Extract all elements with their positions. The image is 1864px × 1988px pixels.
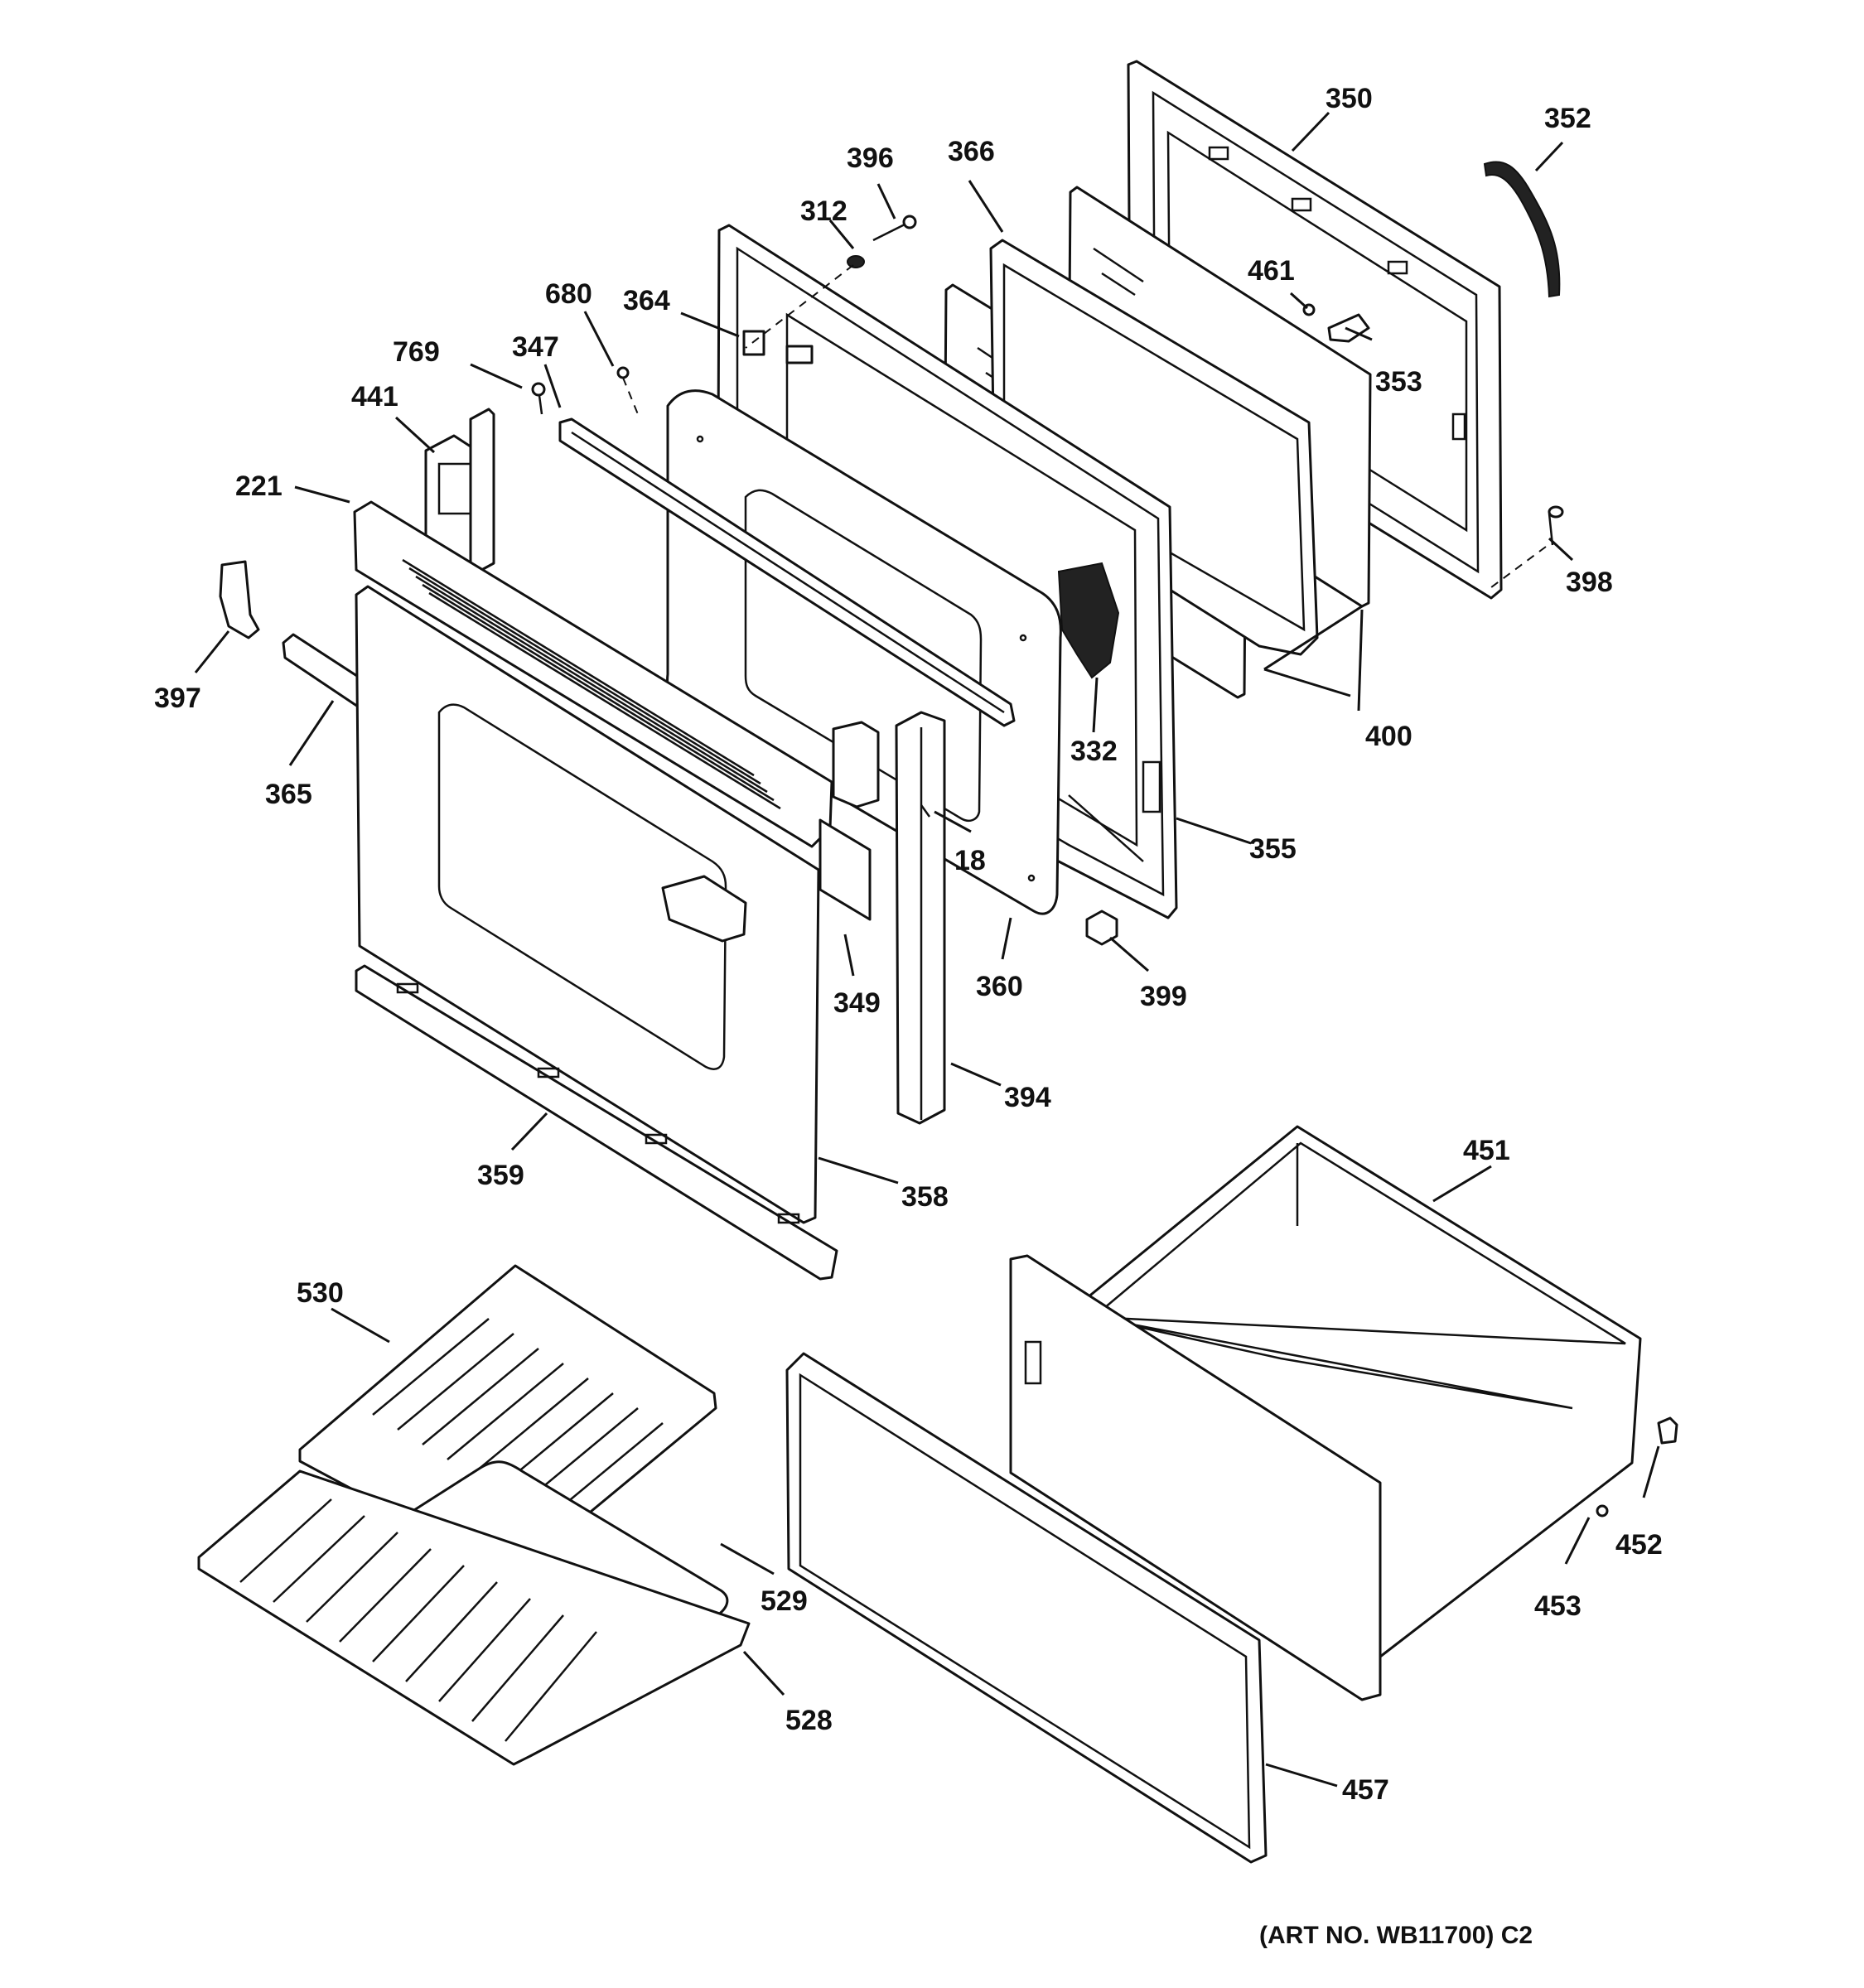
part-labels: 350 352 396 366 312 461 680 364 353 769 … (154, 83, 1663, 1949)
label-399: 399 (1140, 981, 1187, 1012)
label-359: 359 (477, 1160, 524, 1191)
label-457: 457 (1342, 1774, 1389, 1806)
label-312: 312 (800, 195, 847, 227)
label-453: 453 (1534, 1590, 1582, 1622)
leader-lines (194, 111, 1660, 1788)
label-394: 394 (1004, 1082, 1051, 1113)
art-number: (ART NO. WB11700) C2 (1259, 1922, 1533, 1949)
label-332: 332 (1070, 736, 1118, 767)
label-352: 352 (1544, 103, 1591, 134)
label-398: 398 (1566, 567, 1613, 598)
label-18: 18 (954, 845, 986, 876)
label-349: 349 (833, 987, 881, 1019)
part-394-side-post (832, 711, 946, 1125)
label-461: 461 (1248, 255, 1295, 287)
label-452: 452 (1615, 1529, 1663, 1561)
part-528-oven-rack (197, 1469, 751, 1766)
label-347: 347 (512, 331, 559, 363)
label-221: 221 (235, 470, 282, 502)
label-680: 680 (545, 278, 592, 310)
part-352-gasket-strip (1483, 161, 1561, 298)
label-350: 350 (1326, 83, 1373, 114)
part-332-insulation (1057, 562, 1120, 679)
label-451: 451 (1463, 1135, 1510, 1166)
label-355: 355 (1249, 833, 1297, 865)
part-441-bracket (424, 408, 495, 577)
part-399-cube (1085, 910, 1118, 946)
assembly-guides (622, 264, 1547, 591)
label-530: 530 (297, 1277, 344, 1309)
label-353: 353 (1375, 366, 1422, 398)
part-handle-end-cap (661, 875, 747, 943)
label-400: 400 (1365, 721, 1412, 752)
label-441: 441 (351, 381, 398, 413)
part-359-bottom-trim (355, 964, 838, 1281)
label-396: 396 (847, 142, 894, 174)
label-397: 397 (154, 683, 201, 714)
part-347-top-trim (558, 417, 1016, 727)
part-397-latch (219, 560, 260, 639)
label-364: 364 (623, 285, 670, 316)
label-769: 769 (393, 336, 440, 368)
part-fasteners (531, 215, 1678, 1518)
part-349-panel (819, 818, 872, 921)
label-360: 360 (976, 971, 1023, 1002)
label-528: 528 (785, 1705, 833, 1736)
part-457-drawer-front (785, 1352, 1268, 1864)
part-358-front-door-panel (355, 585, 820, 1224)
label-529: 529 (761, 1585, 808, 1617)
label-365: 365 (265, 779, 312, 810)
label-366: 366 (948, 136, 995, 167)
part-drawer-side-panel (1009, 1254, 1382, 1701)
label-358: 358 (901, 1181, 949, 1213)
part-364-hinge-bracket (742, 330, 814, 364)
